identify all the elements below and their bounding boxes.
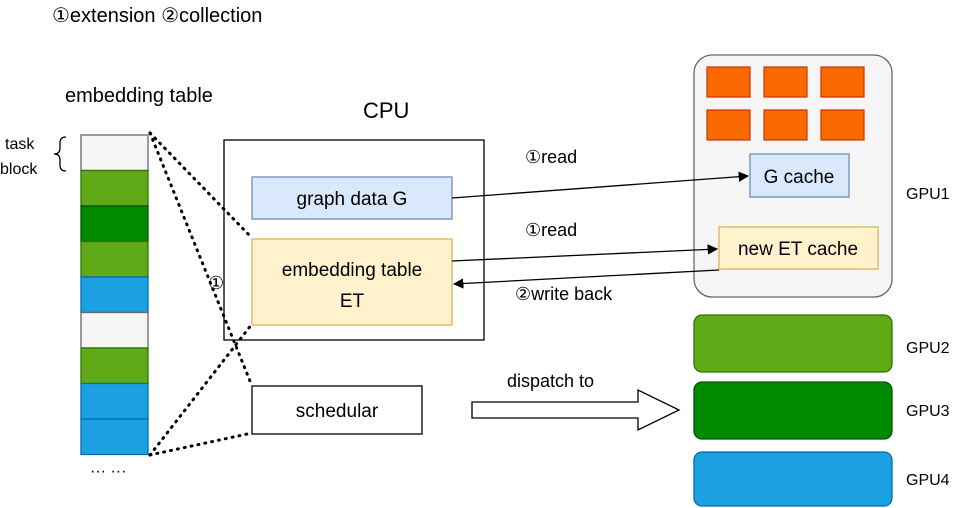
gpu2-box — [693, 314, 893, 373]
table-cell — [80, 205, 149, 243]
gpu1-compute-block — [763, 109, 808, 141]
et-label-line2: ET — [340, 291, 365, 312]
legend-text: ①extension ②collection — [52, 5, 262, 27]
table-cell — [80, 240, 149, 278]
task-label: task — [5, 136, 35, 153]
read-label-1: ①read — [525, 147, 577, 167]
read-g-arrow — [451, 171, 750, 199]
gpu4-label: GPU4 — [906, 472, 950, 489]
read-label-2: ①read — [525, 220, 577, 240]
gpu1-compute-block — [763, 66, 808, 98]
table-cell — [80, 418, 149, 456]
table-cell — [80, 169, 149, 207]
gpu1-compute-block — [706, 66, 751, 98]
gpu3-label: GPU3 — [906, 403, 950, 420]
embedding-table-et-box — [251, 238, 453, 326]
et-label-line1: embedding table — [282, 260, 423, 281]
gpu3-box — [693, 381, 893, 440]
scheduler-label: schedular — [296, 401, 379, 422]
extension-marker: ① — [208, 273, 224, 293]
dotted-line-top-to-et — [148, 131, 254, 240]
new-et-cache-box — [718, 226, 879, 270]
table-cell — [80, 311, 149, 349]
dispatch-arrow — [471, 388, 681, 432]
block-label: block — [0, 161, 38, 178]
cpu-title: CPU — [363, 98, 409, 123]
embedding-table-title: embedding table — [65, 85, 213, 107]
graph-data-box — [251, 176, 453, 220]
table-cell — [80, 347, 149, 385]
table-ellipsis: ··· ··· — [90, 463, 126, 480]
table-cell — [80, 134, 149, 172]
gpu1-compute-blocks — [706, 66, 865, 141]
g-cache-box — [749, 153, 850, 198]
dotted-connectors — [148, 131, 254, 457]
write-back-arrow — [452, 269, 720, 289]
gpu2-label: GPU2 — [906, 340, 950, 357]
table-cell — [80, 276, 149, 314]
table-cell — [80, 382, 149, 420]
read-et-arrow — [451, 244, 719, 262]
gpu1-compute-block — [820, 109, 865, 141]
task-block-brace — [53, 136, 67, 172]
dotted-line-bottom-to-scheduler — [148, 431, 254, 457]
gpu1-compute-block — [820, 66, 865, 98]
graph-data-label: graph data G — [297, 189, 408, 210]
scheduler-box — [251, 385, 423, 435]
dotted-line-top-to-scheduler — [148, 131, 254, 388]
embedding-table-stack — [80, 134, 149, 456]
g-cache-label: G cache — [764, 167, 835, 188]
cpu-box — [223, 139, 485, 341]
dotted-line-bottom-to-et — [148, 322, 254, 457]
gpu1-compute-block — [706, 109, 751, 141]
write-back-label: ②write back — [515, 284, 613, 304]
gpu4-box — [693, 451, 893, 507]
new-et-cache-label: new ET cache — [738, 239, 858, 260]
gpu1-label: GPU1 — [906, 186, 950, 203]
dispatch-label: dispatch to — [507, 371, 594, 391]
